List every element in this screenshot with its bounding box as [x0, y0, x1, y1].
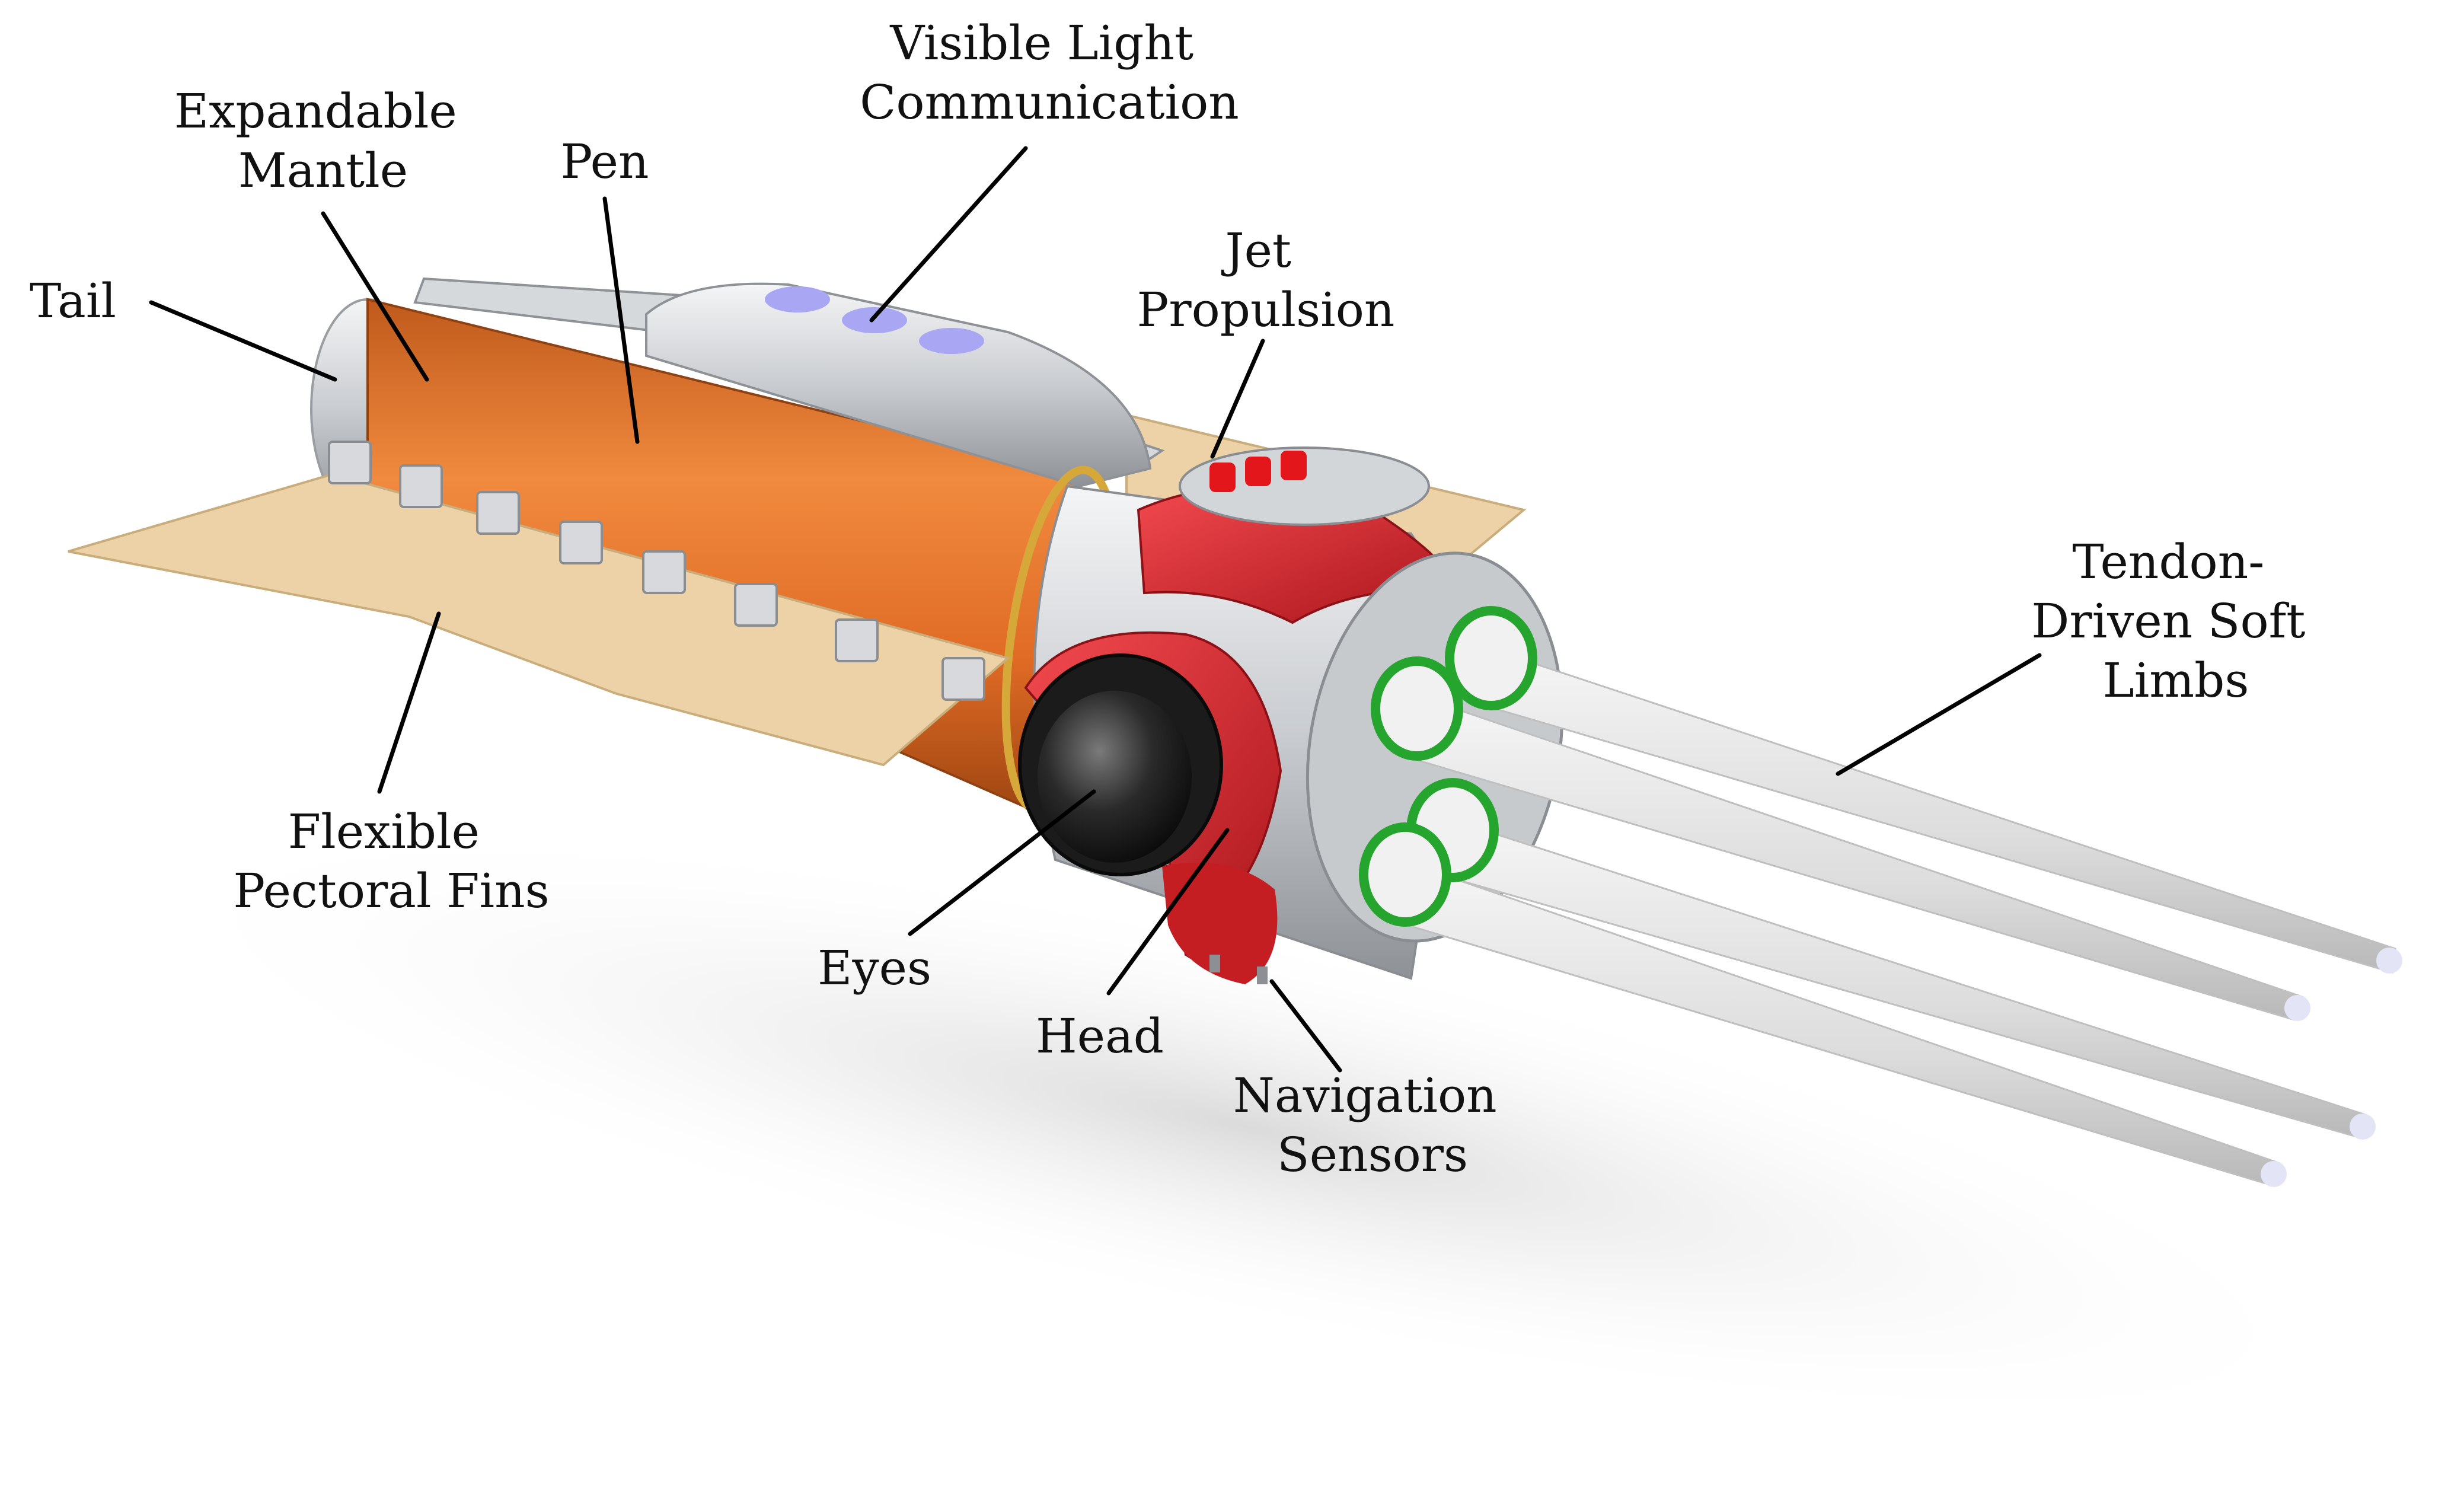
eye-assembly: [1018, 653, 1223, 876]
leader-fins: [377, 611, 441, 794]
leader-eyes: [908, 789, 1096, 936]
leader-mantle: [321, 211, 429, 382]
limb-ring-1: [1445, 606, 1537, 710]
navigation-sensor-stubs: [1209, 955, 1268, 984]
light-leds: [765, 286, 984, 354]
label-nav-line1: Navigation: [1233, 1068, 1497, 1123]
label-limbs-line2: Driven Soft: [2031, 594, 2305, 649]
label-eyes: Eyes: [818, 940, 931, 996]
actuator-7: [835, 618, 879, 662]
actuator-5: [642, 550, 686, 594]
label-vlc-line1: Visible Light: [889, 15, 1193, 71]
label-fins-line1: Flexible: [288, 804, 480, 859]
label-expandable-mantle: Expandable Mantle: [174, 84, 472, 198]
led-3: [919, 328, 984, 354]
label-flexible-pectoral-fins: Flexible Pectoral Fins: [233, 804, 549, 918]
jet-nozzles: [1209, 451, 1307, 492]
label-fins-line2: Pectoral Fins: [233, 863, 549, 918]
limb-tip-1: [2376, 948, 2402, 974]
limb-tip-3: [2350, 1114, 2376, 1140]
label-expandable-mantle-line1: Expandable: [174, 84, 457, 139]
jet-nozzle-2: [1245, 457, 1271, 486]
nav-stub-1: [1209, 955, 1220, 972]
leader-tail: [149, 300, 337, 382]
actuator-8: [941, 657, 985, 701]
fin-actuators: [328, 441, 985, 701]
label-tendon-driven-soft-limbs: Tendon- Driven Soft Limbs: [2031, 534, 2321, 708]
eye-lens: [1038, 691, 1192, 863]
limb-rings: [1359, 606, 1537, 927]
led-2: [842, 307, 907, 333]
leader-jet: [1210, 339, 1265, 459]
jet-plate: [1179, 446, 1430, 526]
actuator-3: [476, 491, 520, 535]
leader-pen: [602, 196, 640, 444]
leader-lines: [149, 146, 2042, 1073]
label-jet-line1: Jet: [1221, 223, 1292, 278]
limb-tip-2: [2284, 995, 2310, 1021]
label-limbs-line1: Tendon-: [2072, 534, 2264, 589]
actuator-2: [399, 464, 443, 508]
pen-dome: [645, 282, 1152, 488]
labels: Tail Expandable Mantle Pen Visible Light…: [30, 15, 2321, 1182]
leader-limbs: [1836, 653, 2042, 776]
label-head: Head: [1036, 1009, 1164, 1064]
actuator-4: [559, 521, 603, 564]
label-visible-light-communication: Visible Light Communication: [860, 15, 1239, 130]
soft-limbs: [1386, 645, 2402, 1187]
label-tail: Tail: [30, 273, 116, 328]
label-nav-line2: Sensors: [1277, 1127, 1468, 1182]
limb-ring-2: [1371, 656, 1463, 761]
led-1: [765, 286, 830, 312]
leader-nav: [1269, 979, 1342, 1073]
jet-nozzle-1: [1209, 462, 1236, 492]
head-red-shell-bottom: [1162, 863, 1278, 984]
limb-ring-4: [1359, 822, 1451, 927]
limb-tip-4: [2261, 1161, 2287, 1187]
actuator-6: [734, 583, 778, 627]
nav-stub-2: [1257, 966, 1268, 984]
label-pen: Pen: [560, 134, 649, 189]
label-jet-line2: Propulsion: [1137, 282, 1395, 337]
ground-shadow: [113, 819, 2377, 1434]
label-expandable-mantle-line2: Mantle: [238, 143, 408, 198]
leader-head: [1106, 828, 1230, 996]
label-navigation-sensors: Navigation Sensors: [1233, 1068, 1512, 1182]
label-limbs-line3: Limbs: [2103, 653, 2249, 708]
jet-nozzle-3: [1281, 451, 1307, 480]
label-vlc-line2: Communication: [860, 75, 1239, 130]
label-jet-propulsion: Jet Propulsion: [1137, 223, 1395, 337]
actuator-1: [328, 441, 372, 484]
leader-vlc: [869, 146, 1028, 323]
